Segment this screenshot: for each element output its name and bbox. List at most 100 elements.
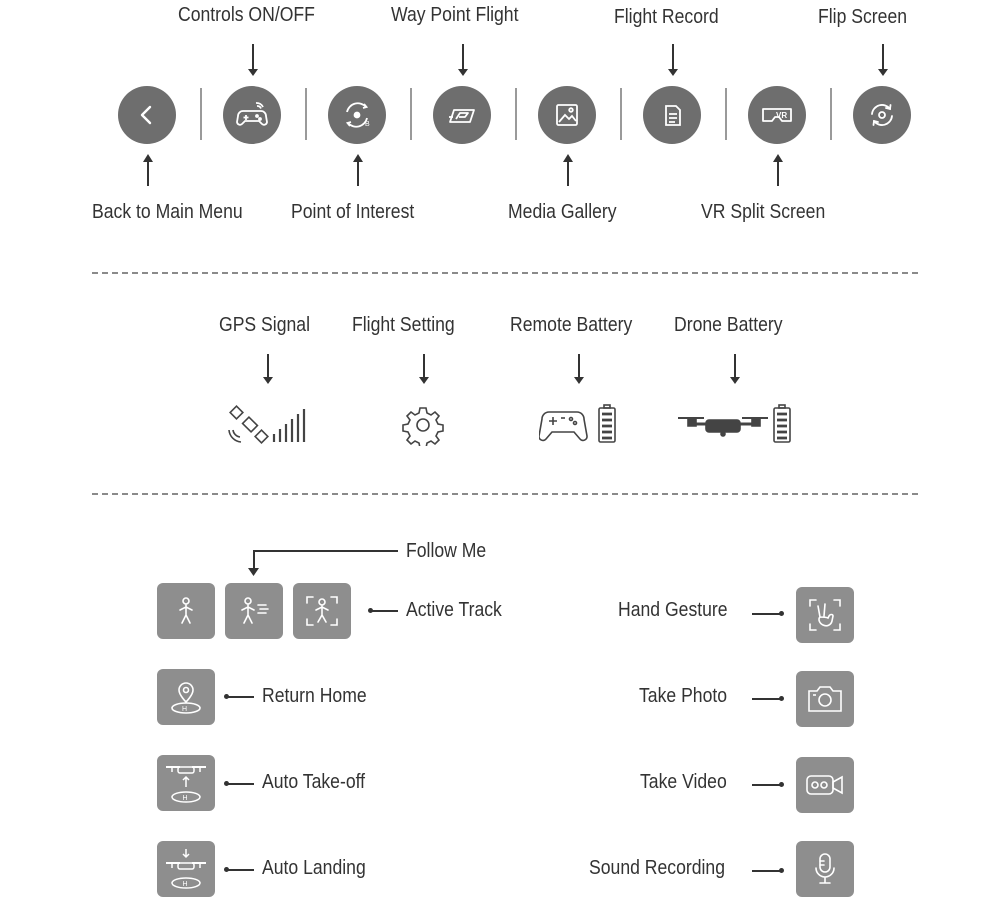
label-flight-setting: Flight Setting [352, 314, 455, 336]
label-auto-take-off: Auto Take-off [262, 771, 366, 793]
pointer-line [752, 870, 780, 872]
pointer-line [228, 869, 254, 871]
separator [830, 88, 832, 140]
label-hand-gesture: Hand Gesture [618, 599, 728, 621]
video-camera-icon [806, 775, 843, 795]
arrow-setting [419, 354, 429, 384]
pointer-line [228, 696, 254, 698]
vr-headset-icon: VR [762, 108, 792, 122]
person-follow-icon [241, 597, 269, 624]
label-flight-record: Flight Record [614, 6, 719, 28]
sound-recording-button[interactable] [796, 841, 854, 897]
label-take-video: Take Video [640, 771, 727, 793]
microphone-icon [815, 853, 835, 884]
active-track-button[interactable] [293, 583, 351, 639]
pointer-line [752, 784, 780, 786]
label-point-of-interest: Point of Interest [291, 201, 415, 223]
pointer-dot [368, 608, 373, 613]
pointer-line [228, 783, 254, 785]
label-flip-screen: Flip Screen [818, 6, 908, 28]
separator [410, 88, 412, 140]
pointer-dot [224, 867, 229, 872]
rotate-icon [871, 104, 893, 126]
divider [92, 493, 918, 495]
auto-takeoff-button[interactable]: H [157, 755, 215, 811]
gps-satellite-icon [228, 405, 306, 444]
way-point-flight-button[interactable] [433, 86, 491, 144]
arrow-record [668, 44, 678, 76]
label-follow-me: Follow Me [406, 540, 487, 562]
arrow-controls [248, 44, 258, 76]
separator [305, 88, 307, 140]
separator [515, 88, 517, 140]
auto-landing-button[interactable]: H [157, 841, 215, 897]
pointer-dot [779, 696, 784, 701]
person-target-icon [306, 596, 338, 626]
gamepad-icon [236, 102, 268, 126]
flight-record-button[interactable] [643, 86, 701, 144]
person-walk-icon [179, 597, 193, 624]
label-sound-recording: Sound Recording [589, 857, 726, 879]
remote-battery-icon [539, 404, 616, 443]
pointer-line [752, 698, 780, 700]
svg-text:H: H [183, 795, 188, 802]
take-video-button[interactable] [796, 757, 854, 813]
label-remote-battery: Remote Battery [510, 314, 633, 336]
svg-text:B: B [365, 121, 370, 128]
divider [92, 272, 918, 274]
label-return-home: Return Home [262, 685, 367, 707]
drone-battery-icon [678, 404, 791, 443]
arrow-remote [574, 354, 584, 384]
walk-mode-button[interactable] [157, 583, 215, 639]
arrow-waypoint [458, 44, 468, 76]
arrow-gps [263, 354, 273, 384]
label-vr-split-screen: VR Split Screen [701, 201, 826, 223]
camera-icon [808, 686, 842, 712]
label-gps-signal: GPS Signal [219, 314, 310, 336]
pointer-line [752, 613, 780, 615]
arrow-vr [777, 160, 779, 186]
label-active-track: Active Track [406, 599, 502, 621]
arrow-poi [357, 160, 359, 186]
separator [725, 88, 727, 140]
follow-me-drop [253, 550, 255, 570]
label-way-point-flight: Way Point Flight [391, 4, 519, 26]
follow-me-arrowhead [248, 568, 259, 576]
hand-gesture-icon [809, 599, 841, 631]
flip-screen-button[interactable] [853, 86, 911, 144]
arrow-gallery [567, 160, 569, 186]
label-controls-on-off: Controls ON/OFF [178, 4, 315, 26]
pointer-dot [779, 782, 784, 787]
label-take-photo: Take Photo [639, 685, 728, 707]
vr-split-screen-button[interactable]: VR [748, 86, 806, 144]
media-gallery-button[interactable] [538, 86, 596, 144]
label-back-to-main-menu: Back to Main Menu [92, 201, 243, 223]
pointer-dot [779, 868, 784, 873]
pointer-dot [779, 611, 784, 616]
gear-icon [402, 407, 444, 446]
return-home-button[interactable]: H [157, 669, 215, 725]
arrow-flip [878, 44, 888, 76]
back-button[interactable] [118, 86, 176, 144]
pointer-line [372, 610, 398, 612]
arrow-back [147, 160, 149, 186]
separator [620, 88, 622, 140]
arrow-drone [730, 354, 740, 384]
follow-me-line [253, 550, 398, 552]
orbit-icon: B [345, 102, 370, 128]
separator [200, 88, 202, 140]
svg-text:H: H [182, 706, 187, 713]
hand-gesture-button[interactable] [796, 587, 854, 643]
pointer-dot [224, 781, 229, 786]
take-photo-button[interactable] [796, 671, 854, 727]
controls-toggle-button[interactable] [223, 86, 281, 144]
image-icon [556, 104, 578, 126]
label-drone-battery: Drone Battery [674, 314, 783, 336]
waypoint-icon [449, 109, 475, 123]
follow-me-button[interactable] [225, 583, 283, 639]
point-of-interest-button[interactable]: B [328, 86, 386, 144]
home-pin-icon: H [171, 682, 201, 714]
svg-text:VR: VR [776, 111, 787, 120]
pointer-dot [224, 694, 229, 699]
up-arrow-heads [143, 154, 783, 162]
